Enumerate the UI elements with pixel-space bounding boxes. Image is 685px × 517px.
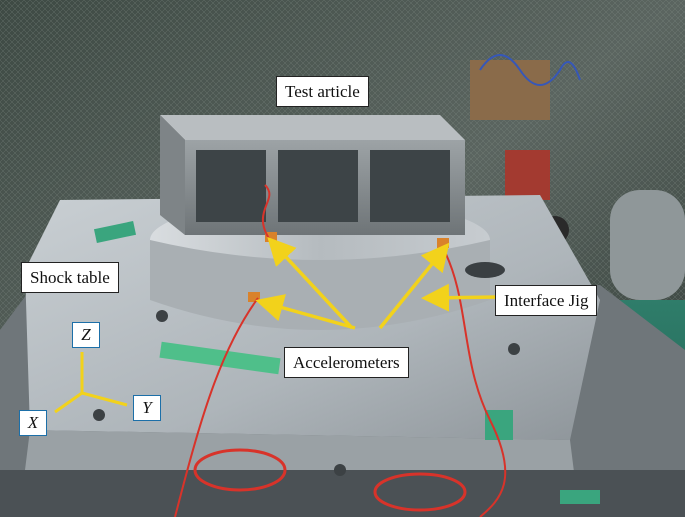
grey-duct <box>610 190 685 300</box>
annotation-arrows <box>255 236 499 330</box>
arrow-jig <box>421 283 499 312</box>
bolt-4 <box>334 464 346 476</box>
accelerometer-3 <box>248 292 260 302</box>
shock-table-edge <box>25 430 575 480</box>
accelerometer-2 <box>437 238 449 248</box>
arrow-acc-3 <box>378 242 450 330</box>
green-tape-3 <box>159 341 281 375</box>
frame-window-2 <box>278 150 358 222</box>
interface-jig-label: Interface Jig <box>495 285 598 316</box>
cable-coil-1 <box>193 448 287 492</box>
red-cable-2 <box>442 247 507 517</box>
test-article-top <box>160 115 465 140</box>
accelerometers-label: Accelerometers <box>284 347 409 378</box>
axis-x-label: X <box>19 410 47 436</box>
shock-table-label: Shock table <box>21 262 119 293</box>
test-article-side <box>160 115 185 235</box>
cable-coil-2 <box>373 472 467 512</box>
cable-box <box>470 60 550 120</box>
arrow-acc-2 <box>255 294 356 330</box>
axis-y-label: Y <box>133 395 161 421</box>
red-equipment <box>505 150 550 200</box>
axis-triad <box>54 352 128 414</box>
frame-window-3 <box>370 150 450 222</box>
axis-z-label: Z <box>72 322 100 348</box>
green-tape-4 <box>485 410 513 440</box>
red-cable-3 <box>261 184 271 241</box>
red-cable-1 <box>174 297 259 517</box>
interface-jig-side <box>150 240 490 330</box>
blue-cables <box>479 54 581 86</box>
frame-window-1 <box>196 150 266 222</box>
green-tape-1 <box>93 220 137 244</box>
bolt-2 <box>93 409 105 421</box>
arrow-acc-1 <box>267 236 354 330</box>
bolt-1 <box>156 310 168 322</box>
test-article-label: Test article <box>276 76 369 107</box>
bolt-3 <box>508 343 520 355</box>
jig-hole <box>465 262 505 278</box>
green-tape-5 <box>560 490 600 504</box>
